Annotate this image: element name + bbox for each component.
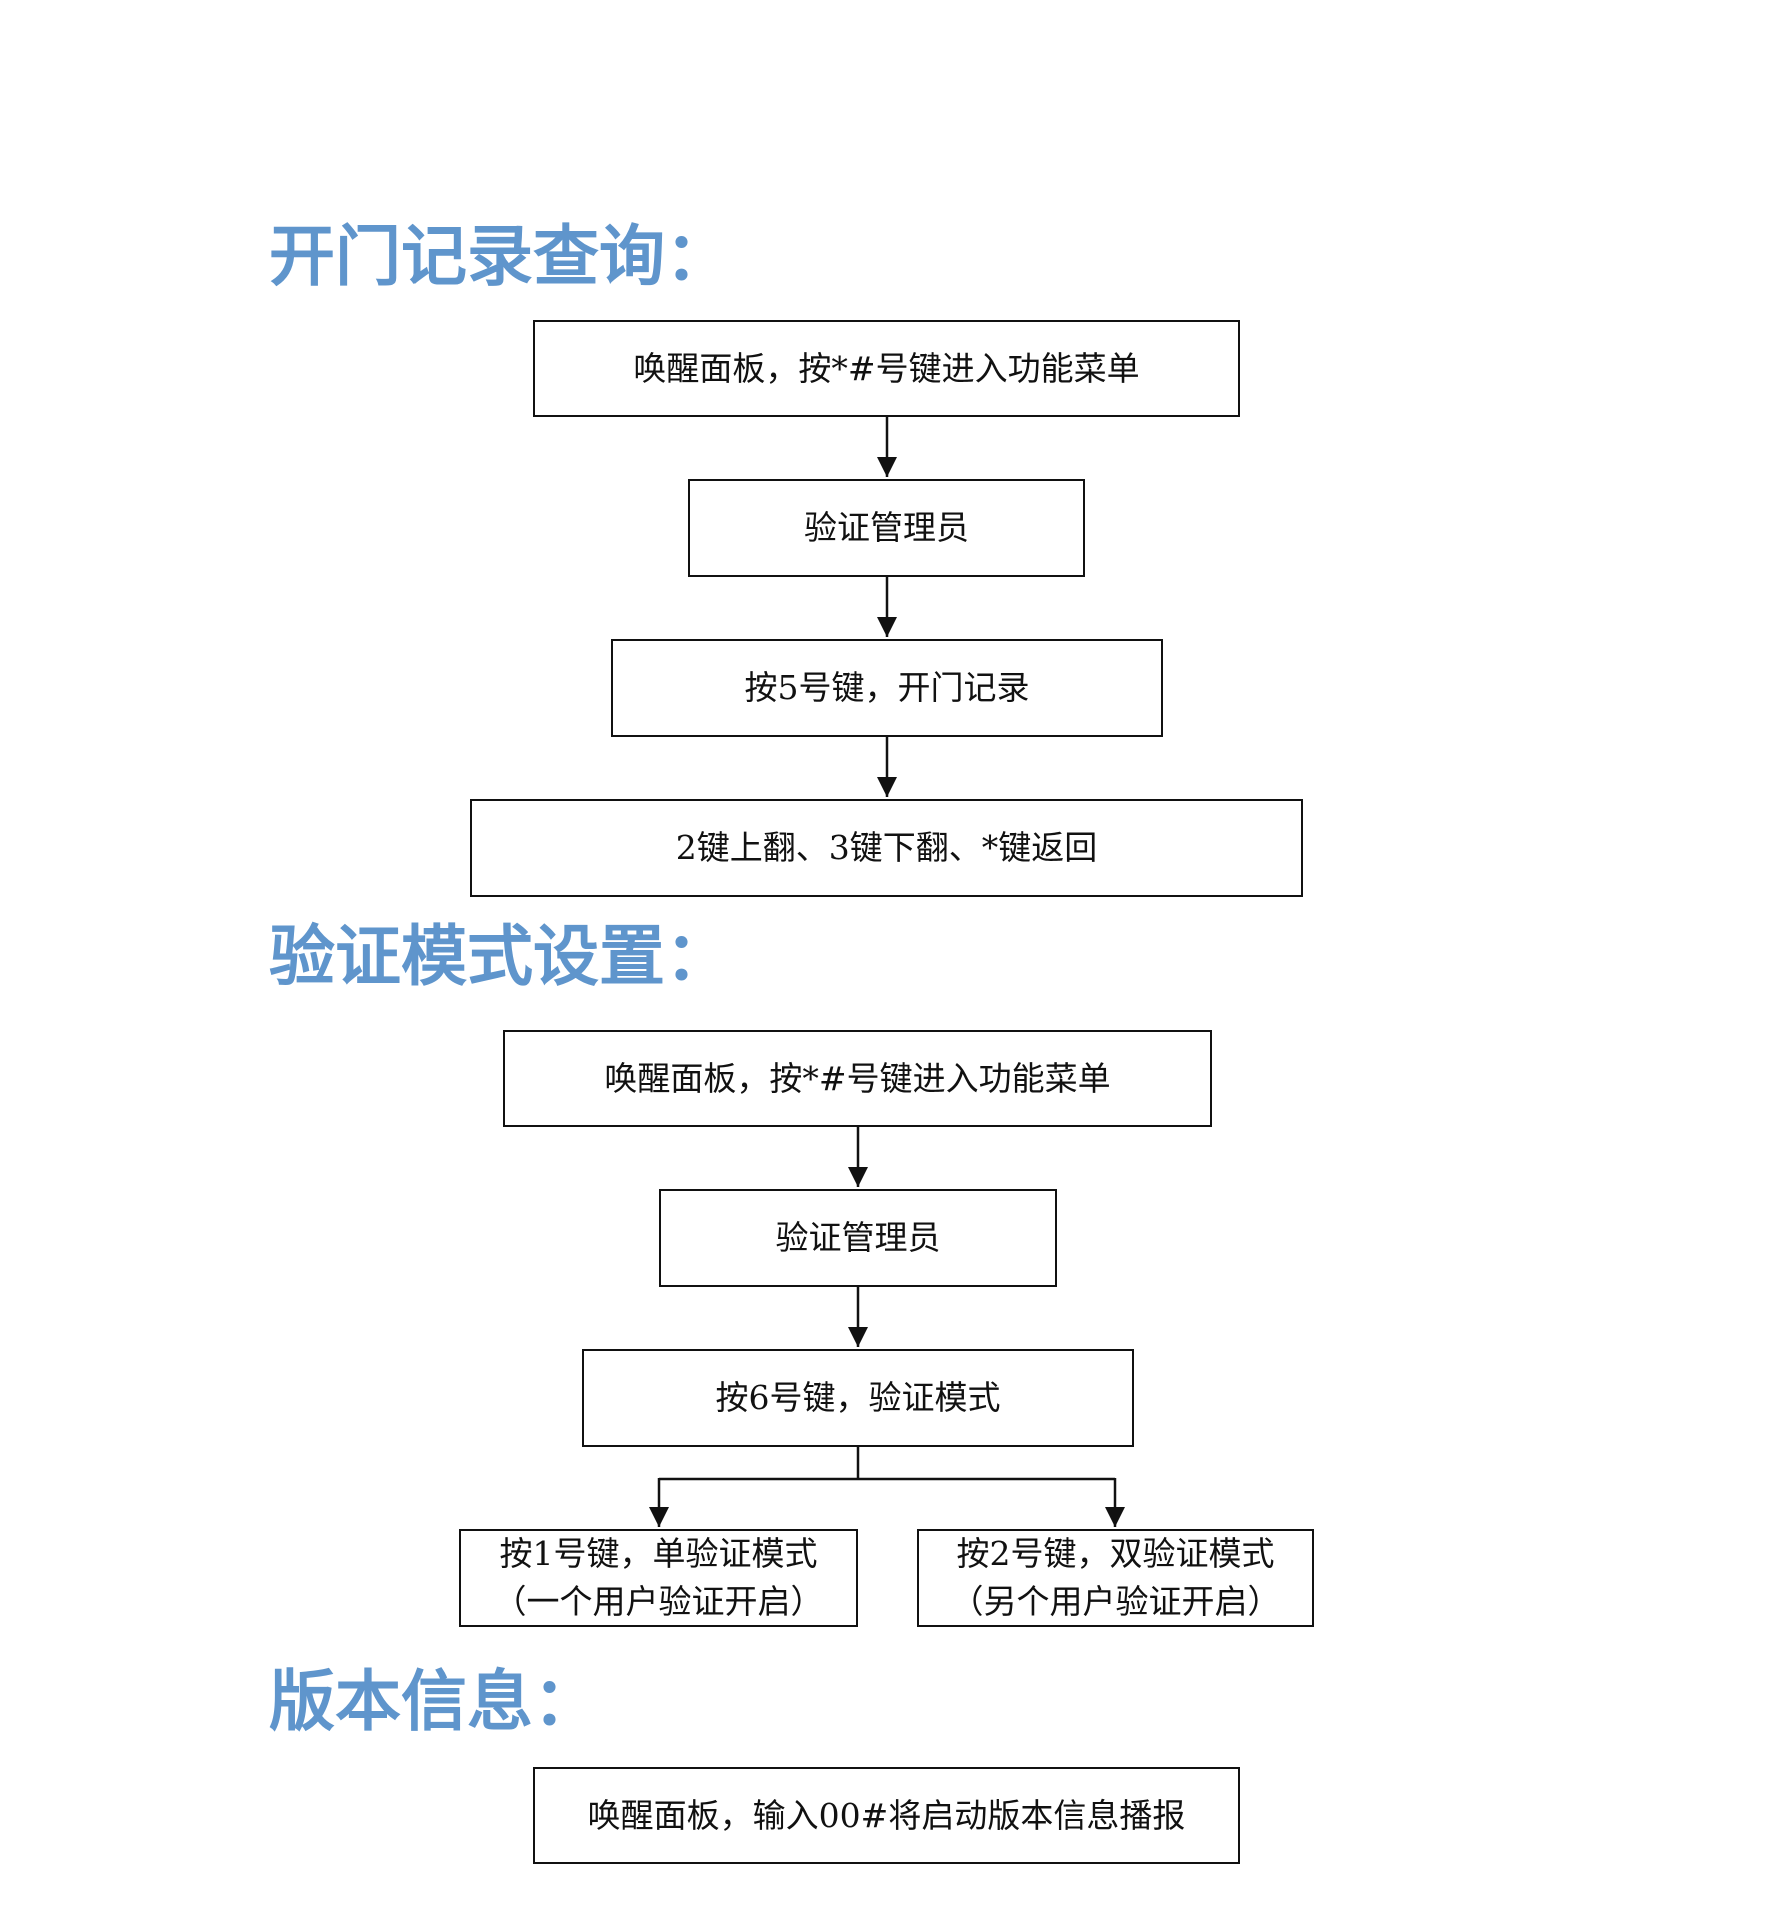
- step-label: 验证管理员: [804, 508, 969, 548]
- step-label: 唤醒面板，按*#号键进入功能菜单: [633, 348, 1140, 388]
- step-label: 按6号键，验证模式: [715, 1378, 1001, 1418]
- verify-mode-step-wake-panel: 唤醒面板，按*#号键进入功能菜单: [503, 1030, 1212, 1127]
- verify-mode-step-verify-admin: 验证管理员: [659, 1189, 1057, 1287]
- heading-door-log: 开门记录查询：: [269, 218, 731, 295]
- step-label: 验证管理员: [775, 1218, 941, 1258]
- verify-mode-step-press-6: 按6号键，验证模式: [582, 1349, 1134, 1447]
- option-label: 按2号键，双验证模式: [956, 1534, 1275, 1574]
- heading-version-info: 版本信息：: [269, 1663, 599, 1740]
- step-label: 2键上翻、3键下翻、*键返回: [675, 828, 1098, 868]
- door-log-step-press-5: 按5号键，开门记录: [611, 639, 1163, 737]
- door-log-step-verify-admin: 验证管理员: [688, 479, 1085, 577]
- version-step-wake-panel: 唤醒面板，输入00#将启动版本信息播报: [533, 1767, 1240, 1864]
- door-log-step-navigate: 2键上翻、3键下翻、*键返回: [470, 799, 1303, 897]
- step-label: 唤醒面板，输入00#将启动版本信息播报: [587, 1795, 1186, 1835]
- door-log-step-wake-panel: 唤醒面板，按*#号键进入功能菜单: [533, 320, 1240, 417]
- step-label: 唤醒面板，按*#号键进入功能菜单: [604, 1058, 1111, 1098]
- option-note: （一个用户验证开启）: [493, 1582, 824, 1621]
- option-note: （另个用户验证开启）: [950, 1582, 1281, 1621]
- step-label: 按5号键，开门记录: [744, 668, 1030, 708]
- verify-mode-option-dual: 按2号键，双验证模式 （另个用户验证开启）: [917, 1529, 1314, 1627]
- option-label: 按1号键，单验证模式: [499, 1534, 818, 1574]
- verify-mode-option-single: 按1号键，单验证模式 （一个用户验证开启）: [459, 1529, 858, 1627]
- heading-verify-mode: 验证模式设置：: [269, 918, 731, 995]
